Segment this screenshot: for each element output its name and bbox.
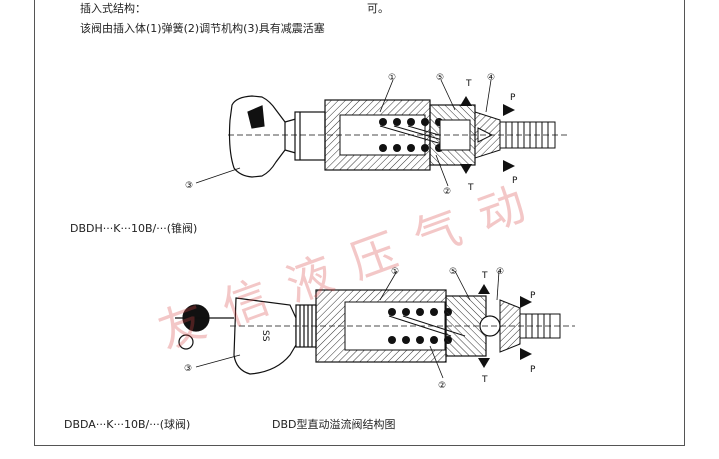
top-callout-4: ④ bbox=[487, 73, 495, 83]
bottom-port-p-upper: P bbox=[530, 291, 536, 301]
bottom-port-t-upper: T bbox=[481, 271, 488, 281]
bottom-callout-5: ⑤ bbox=[449, 267, 457, 277]
top-figure-caption: DBDH···K···10B/···(锥阀) bbox=[70, 222, 198, 235]
top-port-t-upper: T bbox=[465, 79, 472, 89]
top-port-t-lower: T bbox=[467, 183, 474, 193]
bottom-callout-4: ④ bbox=[496, 267, 504, 277]
bottom-callout-1: ① bbox=[391, 267, 399, 277]
bottom-port-p-lower: P bbox=[530, 365, 536, 375]
top-callout-3: ③ bbox=[185, 181, 193, 191]
top-callout-1: ① bbox=[388, 73, 396, 83]
header-line1-right: 可。 bbox=[367, 2, 389, 15]
top-callout-5: ⑤ bbox=[436, 73, 444, 83]
bottom-scale-mark: SS bbox=[260, 330, 270, 342]
bottom-callout-2: ② bbox=[438, 381, 446, 391]
top-port-p-upper: P bbox=[510, 93, 516, 103]
top-port-p-lower: P bbox=[512, 176, 518, 186]
header-line2: 该阀由插入体(1)弹簧(2)调节机构(3)具有减震活塞 bbox=[80, 22, 325, 35]
bottom-port-t-lower: T bbox=[481, 375, 488, 385]
top-callout-2: ② bbox=[443, 187, 451, 197]
bottom-callout-3: ③ bbox=[184, 364, 192, 374]
figure-title: DBD型直动溢流阀结构图 bbox=[272, 418, 396, 431]
header-line1-left: 插入式结构： bbox=[80, 2, 146, 15]
top-adjust-knob bbox=[228, 95, 326, 178]
bottom-figure-caption: DBDA···K···10B/···(球阀) bbox=[64, 418, 191, 431]
figure-frame bbox=[34, 0, 685, 446]
